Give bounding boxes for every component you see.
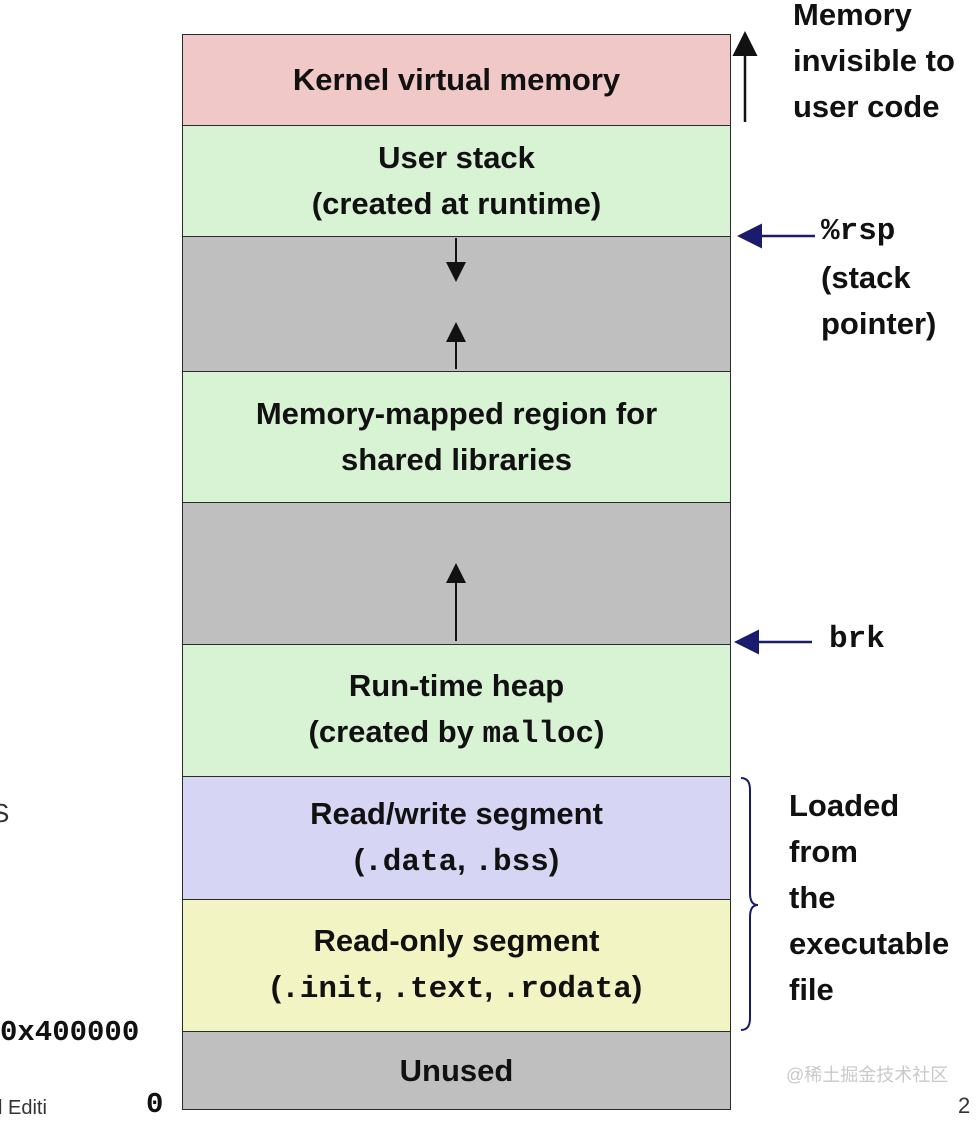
- ro-label: Read-only segment: [313, 923, 600, 958]
- watermark: @稀土掘金技术社区: [786, 1065, 949, 1085]
- data-section-code: .data: [364, 844, 458, 880]
- text-start-address: 0x400000: [0, 1016, 140, 1049]
- loaded-from-executable-note: Loaded from the executable file: [789, 788, 950, 1007]
- malloc-code: malloc: [482, 717, 595, 752]
- zero-address: 0: [146, 1088, 164, 1121]
- mmap-label-line1: Memory-mapped region for: [255, 396, 658, 431]
- memory-mapped-region-segment: Memory-mapped region for shared librarie…: [182, 371, 731, 502]
- loaded-from-executable-brace: [740, 777, 759, 1031]
- heap-label: Run-time heap: [348, 668, 565, 703]
- run-time-heap-segment: Run-time heap (created by malloc): [182, 644, 731, 776]
- brk-label: brk: [829, 622, 885, 657]
- mmap-label-line2: shared libraries: [341, 442, 572, 477]
- kernel-label: Kernel virtual memory: [292, 62, 621, 97]
- text-section-code: .text: [391, 972, 485, 1007]
- rw-label: Read/write segment: [310, 795, 603, 831]
- kernel-virtual-memory-segment: Kernel virtual memory: [182, 34, 731, 125]
- read-write-segment: Read/write segment (.data, .bss): [182, 776, 731, 899]
- cropped-bottom-right-text: 2: [958, 1093, 971, 1118]
- init-section-code: .init: [281, 972, 375, 1007]
- user-stack-segment: User stack (created at runtime): [182, 125, 731, 236]
- cropped-bottom-left-text: l Editi: [0, 1097, 47, 1119]
- rw-sublabel: (.data, .bss): [353, 841, 560, 880]
- kernel-invisible-note: Memory invisible to user code: [793, 0, 955, 124]
- rodata-section-code: .rodata: [501, 972, 632, 1007]
- rsp-register-code: %rsp: [821, 214, 896, 249]
- unused-label: Unused: [399, 1052, 514, 1088]
- ro-sublabel: (.init, .text, .rodata): [270, 969, 643, 1007]
- read-only-segment: Read-only segment (.init, .text, .rodata…: [182, 899, 731, 1031]
- cropped-left-text: S: [0, 798, 10, 828]
- unused-segment: Unused: [182, 1031, 731, 1110]
- heap-sublabel: (created by malloc): [308, 714, 605, 752]
- rsp-annotation: %rsp (stack pointer): [821, 209, 936, 347]
- user-stack-sublabel: (created at runtime): [311, 186, 602, 221]
- user-stack-label: User stack: [378, 140, 535, 175]
- bss-section-code: .bss: [474, 844, 549, 880]
